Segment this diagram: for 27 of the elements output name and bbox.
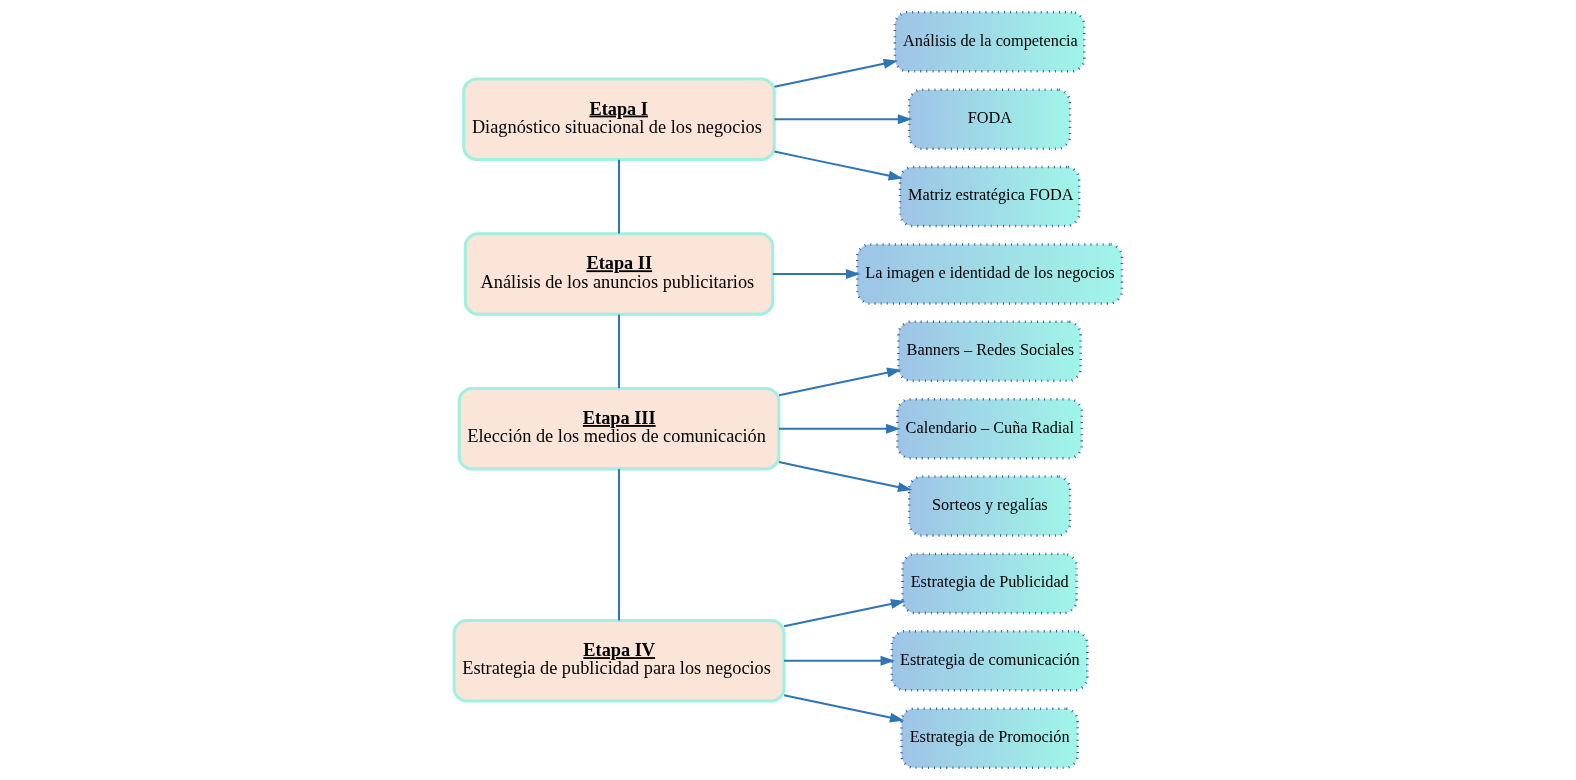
node-box: Banners – Redes Sociales — [897, 320, 1082, 383]
arrow — [778, 461, 913, 492]
node-box: Estrategia de comunicación — [890, 630, 1089, 692]
arrow — [779, 423, 901, 434]
arrow — [778, 367, 902, 397]
arrow — [774, 150, 903, 181]
node-box: Estrategia de Publicidad — [901, 552, 1078, 615]
arrow — [783, 694, 905, 723]
node-box: Etapa IV Estrategia de publicidad para los negocios — [452, 619, 786, 703]
connector — [618, 314, 620, 389]
node-box: Calendario – Cuña Radial — [896, 397, 1083, 460]
arrow — [783, 599, 906, 628]
node-box: La imagen e identidad de los negocios — [855, 243, 1124, 305]
connector — [618, 469, 620, 621]
node-box: Sorteos y regalías — [907, 475, 1072, 537]
node-box: Estrategia de Promoción — [900, 707, 1079, 769]
arrow — [784, 655, 895, 666]
node-box: Etapa II Análisis de los anuncios publicitarios — [463, 232, 775, 316]
arrow — [774, 114, 913, 125]
arrow — [774, 58, 898, 88]
node-box: Análisis de la competencia — [893, 11, 1086, 73]
connector — [618, 159, 620, 234]
node-box: Etapa III Elección de los medios de comunicación — [457, 386, 781, 471]
node-box: FODA — [907, 88, 1072, 150]
arrow — [772, 268, 861, 279]
node-box: Matriz estratégica FODA — [898, 165, 1081, 228]
node-box: Etapa I Diagnóstico situacional de los negocios — [462, 77, 776, 161]
